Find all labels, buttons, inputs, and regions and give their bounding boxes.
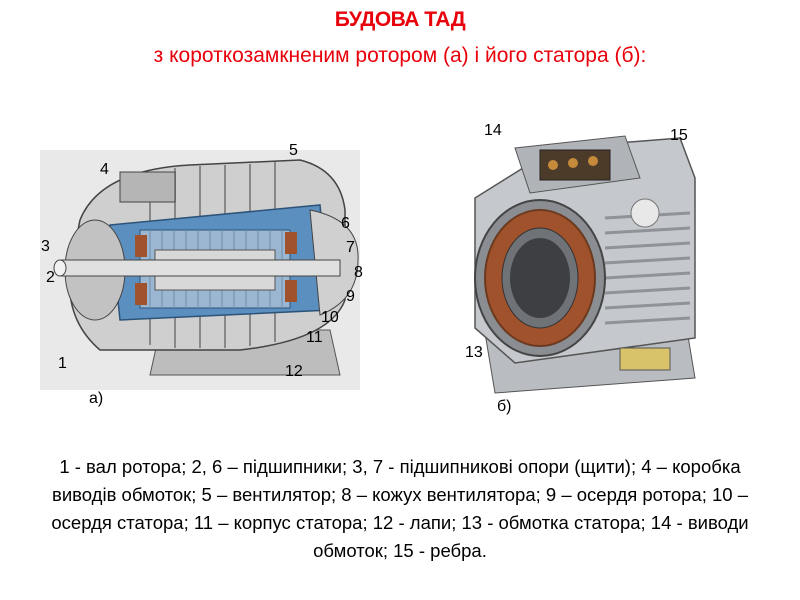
callout-6: 6: [341, 215, 350, 232]
callout-1: 1: [58, 355, 67, 372]
callout-3: 3: [41, 238, 50, 255]
legend-caption: 1 - вал ротора; 2, 6 – підшипники; 3, 7 …: [51, 456, 749, 561]
callout-14: 14: [484, 122, 502, 139]
callout-4: 4: [100, 161, 109, 178]
callout-7: 7: [346, 239, 355, 256]
callout-13: 13: [465, 344, 483, 361]
figure-b-label: б): [497, 398, 512, 415]
slide-subtitle: з короткозамкненим ротором (а) і його ст…: [153, 44, 647, 67]
callout-8: 8: [354, 264, 363, 281]
callout-15: 15: [670, 127, 688, 144]
callout-12: 12: [285, 363, 303, 380]
motor-cutaway-illustration: [40, 150, 360, 390]
callout-9: 9: [346, 288, 355, 305]
callout-11: 11: [306, 329, 323, 346]
callout-10: 10: [321, 309, 339, 326]
stator-illustration: [474, 135, 696, 394]
callout-2: 2: [46, 269, 55, 286]
figure-a-label: а): [89, 390, 104, 407]
callout-5: 5: [289, 142, 298, 159]
slide-title: БУДОВА ТАД: [334, 8, 466, 31]
